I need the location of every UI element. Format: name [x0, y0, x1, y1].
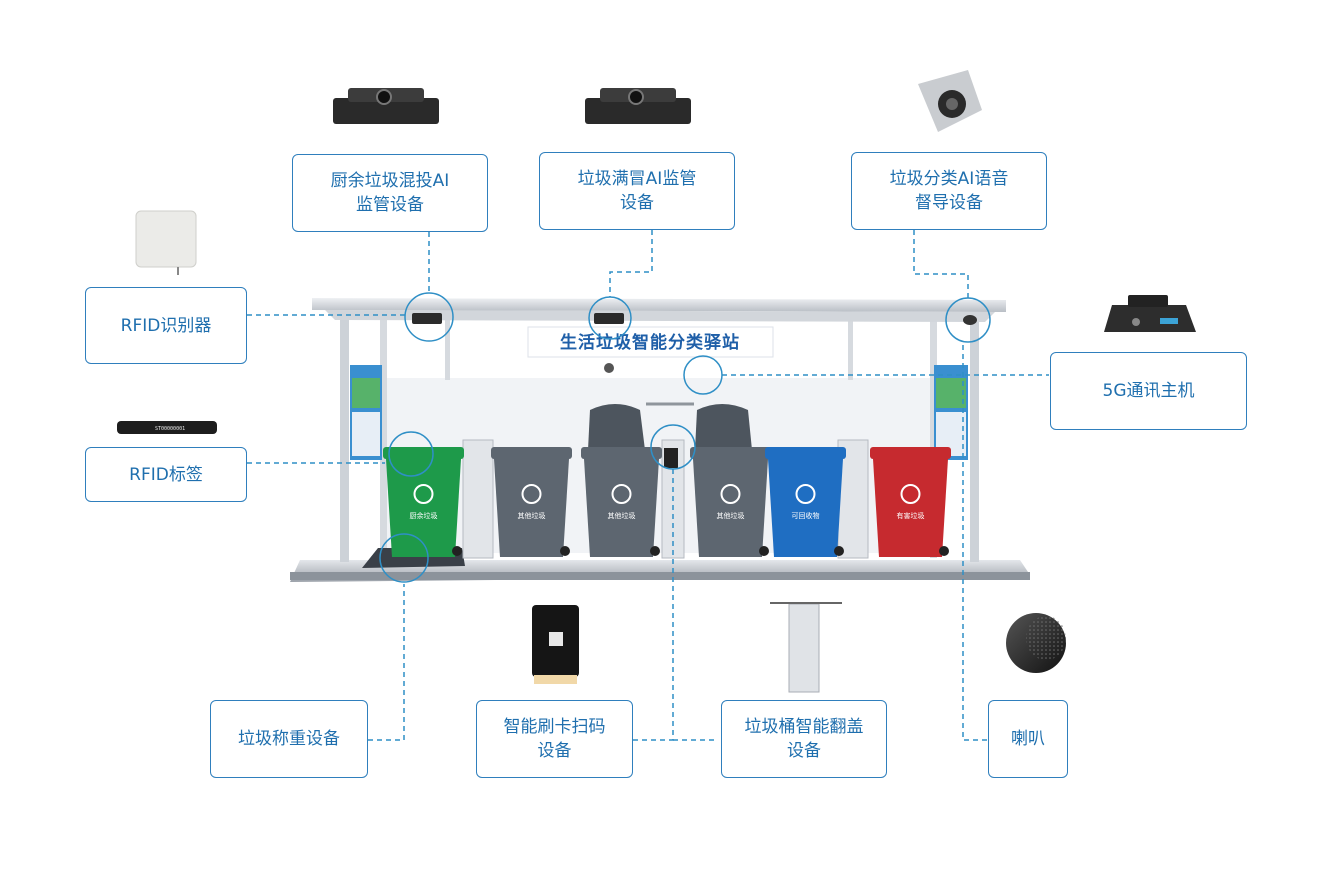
- waste-bin: 其他垃圾: [690, 447, 771, 557]
- overflow-camera-device: [585, 88, 691, 124]
- bin-body: [494, 459, 569, 557]
- label-card-scanner: 智能刷卡扫码 设备: [476, 700, 633, 778]
- speaker-device: [1006, 613, 1066, 673]
- label-weighing: 垃圾称重设备: [210, 700, 368, 778]
- bin-lid: [491, 447, 572, 459]
- bin-body: [768, 459, 843, 557]
- lid-lifter: [462, 439, 494, 559]
- highlight-rfid-tag: [388, 431, 434, 477]
- bin-lid: [690, 447, 771, 459]
- rfid-tag-device: ST00000001: [117, 421, 217, 434]
- highlight-card-scanner: [650, 424, 696, 470]
- kitchen-camera-device: [333, 88, 439, 124]
- bin-label: 厨余垃圾: [410, 511, 438, 520]
- lid-lifter: [837, 439, 869, 559]
- recycle-icon: [900, 484, 921, 504]
- label-rfid-reader: RFID识别器: [85, 287, 247, 364]
- label-lid-flip: 垃圾桶智能翻盖 设备: [721, 700, 887, 778]
- highlight-voice-ai: [945, 297, 991, 343]
- bin-body: [873, 459, 948, 557]
- bin-label: 可回收物: [792, 511, 820, 520]
- pillar: [380, 318, 387, 558]
- bin-body: [584, 459, 659, 557]
- label-voice-ai: 垃圾分类AI语音 督导设备: [851, 152, 1047, 230]
- card-scanner-device: [532, 605, 579, 684]
- bin-label: 其他垃圾: [717, 511, 745, 520]
- line-overflow-ai: [609, 230, 653, 297]
- bin-label: 有害垃圾: [897, 511, 925, 520]
- pillar: [340, 312, 349, 562]
- rfid-reader-device: [135, 210, 197, 275]
- roof: [312, 298, 1006, 312]
- lid-flip-device: [770, 602, 842, 693]
- recycle-icon: [611, 484, 632, 504]
- bin-wheel: [939, 546, 949, 556]
- bin-wheel: [834, 546, 844, 556]
- bin-body: [693, 459, 768, 557]
- waste-bin: 其他垃圾: [581, 447, 662, 557]
- station-sign-text: 生活垃圾智能分类驿站: [560, 332, 740, 353]
- label-host-5g: 5G通讯主机: [1050, 352, 1247, 430]
- waste-bin: 有害垃圾: [870, 447, 951, 557]
- highlight-weighing: [379, 533, 429, 583]
- line-weighing: [368, 584, 405, 741]
- recycle-icon: [521, 484, 542, 504]
- waste-bin: 厨余垃圾: [383, 447, 464, 557]
- recycle-icon: [720, 484, 741, 504]
- highlight-kitchen-ai: [404, 292, 454, 342]
- bin-wheel: [759, 546, 769, 556]
- bin-label: 其他垃圾: [518, 511, 546, 520]
- bins-group: 厨余垃圾 其他垃圾 其他垃圾 其他垃圾 可回收物 有害垃圾: [383, 447, 951, 557]
- line-speaker: [962, 342, 987, 741]
- label-rfid-tag: RFID标签: [85, 447, 247, 502]
- waste-bin: 可回收物: [765, 447, 846, 557]
- highlight-circles: [379, 292, 991, 583]
- recycle-icon: [795, 484, 816, 504]
- left-poster: [350, 365, 382, 460]
- rfid-tag-code: ST00000001: [155, 426, 185, 432]
- bin-lid: [765, 447, 846, 459]
- connector-lines: [247, 230, 1049, 741]
- bin-body: [386, 459, 461, 557]
- label-overflow-ai: 垃圾满冒AI监管 设备: [539, 152, 735, 230]
- voice-camera-device: [918, 70, 982, 132]
- host-5g-device: [1104, 295, 1196, 332]
- label-kitchen-ai: 厨余垃圾混投AI 监管设备: [292, 154, 488, 232]
- bin-lid: [870, 447, 951, 459]
- pillar: [970, 312, 979, 562]
- bin-wheel: [560, 546, 570, 556]
- roof-camera-mid: [594, 313, 624, 324]
- roof-camera-left: [412, 313, 442, 324]
- highlight-host-5g: [683, 355, 723, 395]
- bin-lid: [581, 447, 662, 459]
- label-speaker: 喇叭: [988, 700, 1068, 778]
- highlight-overflow-ai: [588, 296, 632, 340]
- bin-wheel: [650, 546, 660, 556]
- pillar: [930, 318, 937, 558]
- roof-dome-camera: [963, 315, 977, 325]
- bin-wheel: [452, 546, 462, 556]
- waste-bin: 其他垃圾: [491, 447, 572, 557]
- bin-label: 其他垃圾: [608, 511, 636, 520]
- bin-lid: [383, 447, 464, 459]
- line-voice-ai: [913, 230, 969, 298]
- station-sign: [527, 326, 774, 358]
- recycle-icon: [413, 484, 434, 504]
